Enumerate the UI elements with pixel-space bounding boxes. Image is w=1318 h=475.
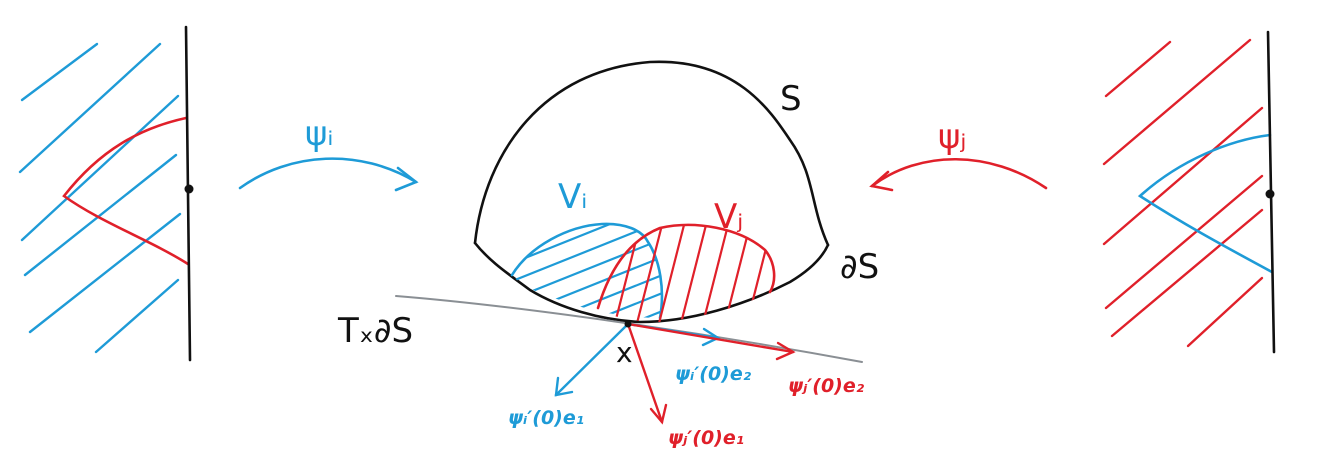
left-boundary-point	[184, 184, 194, 194]
left-red-wedge-boundary	[62, 116, 190, 266]
psi-i-e2-label: ψᵢ′(0)e₂	[675, 363, 752, 385]
left-chart-panel	[18, 25, 194, 362]
psi-j-label: ψⱼ	[938, 117, 966, 157]
psi-j-e1-label: ψⱼ′(0)e₁	[668, 427, 744, 449]
point-x-label: x	[616, 336, 633, 369]
surface-boundary-curve	[473, 241, 830, 324]
left-blue-hatching	[18, 42, 182, 354]
left-boundary-line	[184, 25, 192, 362]
psi-i-e1-label: ψᵢ′(0)e₁	[508, 407, 584, 429]
right-red-hatching	[1102, 38, 1264, 348]
V-i-label: Vᵢ	[558, 177, 587, 217]
region-V-i	[510, 222, 664, 320]
tangent-space-label: Tₓ∂S	[337, 311, 413, 351]
point-x	[624, 320, 632, 328]
right-boundary-point	[1265, 189, 1275, 199]
surface-S-label: S	[780, 79, 802, 119]
vector-psi-i-e1	[554, 322, 630, 397]
psi-i-arrow	[238, 157, 419, 192]
vector-psi-j-e2	[626, 322, 796, 361]
region-V-j	[596, 223, 776, 322]
right-blue-wedge-boundary	[1137, 133, 1274, 274]
surface-outline	[473, 60, 830, 247]
boundary-label: ∂S	[840, 247, 879, 287]
psi-j-e2-label: ψⱼ′(0)e₂	[788, 375, 865, 397]
tangent-line	[395, 295, 863, 363]
psi-i-label: ψᵢ	[305, 114, 334, 154]
right-chart-panel	[1102, 30, 1276, 354]
vector-psi-j-e1	[626, 322, 668, 425]
psi-j-arrow	[869, 158, 1048, 192]
V-j-label: Vⱼ	[714, 197, 743, 237]
